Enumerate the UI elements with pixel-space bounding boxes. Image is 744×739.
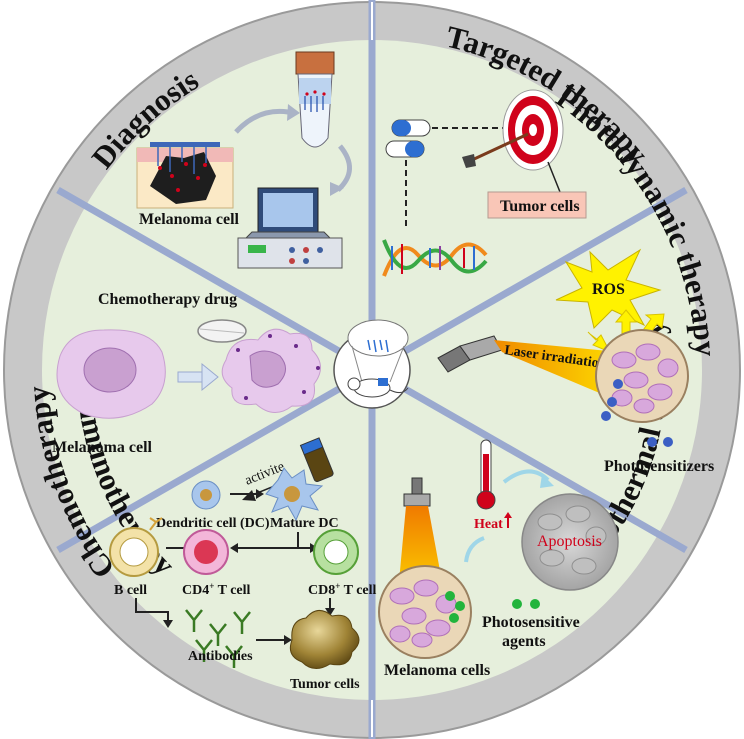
chemo-melanoma-label: Melanoma cell bbox=[52, 439, 153, 456]
pdt-cell-cluster bbox=[595, 329, 689, 423]
cd8-t-cell bbox=[313, 529, 359, 575]
lens-dish bbox=[347, 319, 409, 357]
microneedle-icon bbox=[367, 339, 389, 353]
photosensitive-label-2: agents bbox=[502, 633, 546, 650]
skin-biopsy bbox=[136, 142, 234, 209]
dendritic-label: Dendritic cell (DC) bbox=[156, 516, 270, 531]
heat-up-arrow bbox=[504, 512, 512, 528]
photosensitizers-label: Photosensitizers bbox=[604, 458, 714, 475]
heat-label: Heat bbox=[474, 517, 503, 532]
arrow-tube-to-laptop bbox=[336, 144, 352, 192]
photosensitizer-dot bbox=[663, 437, 673, 447]
b-cell bbox=[109, 517, 163, 577]
ptt-melanoma-label: Melanoma cells bbox=[384, 662, 490, 679]
arrow-dart bbox=[471, 132, 529, 162]
cd4-label: CD4+ T cell bbox=[182, 581, 251, 598]
damaged-cell bbox=[221, 328, 321, 413]
diagnosis-section: Melanoma cell bbox=[136, 51, 352, 269]
chemo-drug-label: Chemotherapy drug bbox=[98, 291, 237, 308]
immuno-tumor-label: Tumor cells bbox=[290, 677, 360, 692]
arrow-skin-to-tube bbox=[234, 108, 289, 134]
ros-label: ROS bbox=[592, 281, 625, 298]
arrow-cells-to-heat bbox=[464, 536, 485, 563]
photosensitive-label-1: Photosensitive bbox=[482, 614, 580, 631]
b-cell-label: B cell bbox=[114, 583, 147, 598]
apoptosis-cell bbox=[521, 493, 619, 591]
target-icon bbox=[502, 89, 564, 171]
photodynamic-section: ROS Laser irradiation Photosensitizers bbox=[437, 248, 714, 475]
laptop-icon bbox=[237, 187, 343, 269]
mature-dc-label: Mature DC bbox=[270, 516, 339, 531]
targeted-section: Tumor cells bbox=[382, 89, 587, 277]
mature-dc bbox=[265, 467, 324, 522]
thermometer-icon bbox=[476, 439, 496, 510]
vial-icon bbox=[299, 437, 334, 483]
antibody-icon bbox=[185, 609, 251, 668]
laser-device bbox=[437, 335, 503, 373]
photosensitive-dot bbox=[512, 599, 522, 609]
cd4-t-cell bbox=[183, 529, 229, 575]
dna-icon bbox=[382, 239, 488, 277]
photosensitive-dot bbox=[530, 599, 540, 609]
melanoma-cell-large bbox=[56, 329, 166, 419]
lamp bbox=[403, 477, 431, 507]
ptt-cell-cluster bbox=[378, 565, 472, 659]
tumor-cells bbox=[289, 610, 360, 669]
diagnosis-melanoma-label: Melanoma cell bbox=[139, 211, 240, 228]
pill-icon bbox=[197, 319, 247, 343]
tube-icon bbox=[295, 51, 335, 148]
mouse-icon bbox=[347, 377, 409, 398]
tumor-cells-box bbox=[487, 191, 587, 219]
arrow-chemo bbox=[177, 362, 219, 392]
targeted-tumor-label: Tumor cells bbox=[500, 198, 580, 215]
center-mouse bbox=[333, 319, 411, 409]
photothermal-section: Melanoma cells Heat Apoptosis Photosensi… bbox=[378, 439, 619, 679]
photosensitizer-dot bbox=[647, 437, 657, 447]
cd8-label: CD8+ T cell bbox=[308, 581, 377, 598]
apoptosis-label: Apoptosis bbox=[537, 533, 602, 550]
chemo-section: Chemotherapy drug Melanoma cell bbox=[52, 291, 321, 456]
ros-burst bbox=[555, 248, 662, 329]
dendritic-cell bbox=[191, 480, 221, 510]
capsule-icon bbox=[385, 119, 431, 158]
antibodies-label: Antibodies bbox=[188, 649, 253, 664]
